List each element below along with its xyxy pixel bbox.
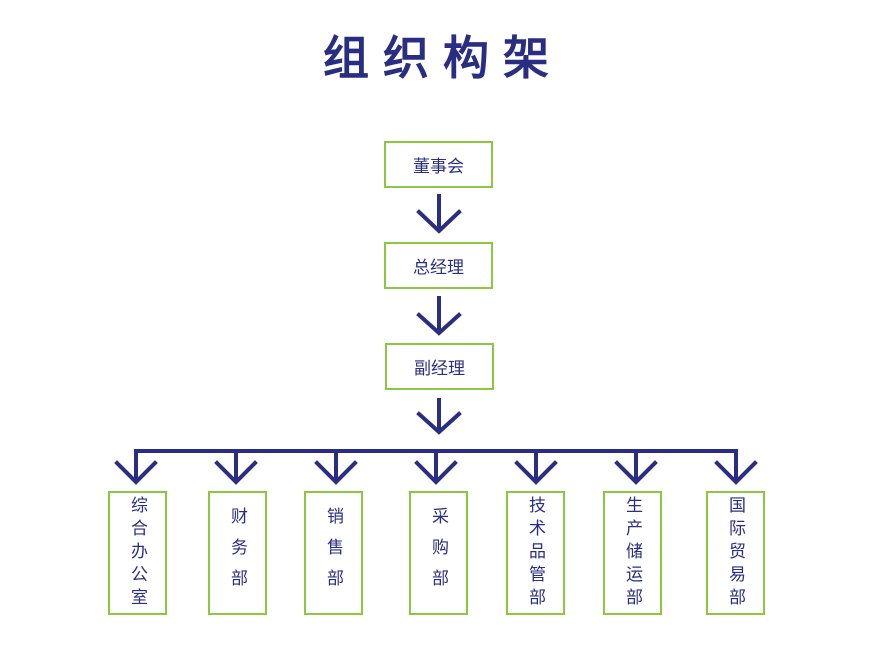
- node-technical-quality: 技术品管部: [506, 491, 565, 615]
- node-general-manager: 总经理: [384, 242, 493, 289]
- arrow-board-to-gm: [416, 194, 462, 234]
- node-board-label: 董事会: [413, 157, 464, 177]
- node-international-trade: 国际贸易部: [706, 491, 765, 615]
- arrow-finance: [214, 449, 258, 485]
- node-international-trade-label: 国际贸易部: [725, 495, 745, 611]
- node-sales: 销售部: [304, 491, 363, 615]
- node-purchasing: 采购部: [409, 491, 468, 615]
- node-board: 董事会: [384, 141, 493, 188]
- node-finance: 财务部: [208, 491, 267, 615]
- arrow-sales: [314, 449, 358, 485]
- node-deputy-manager: 副经理: [385, 343, 494, 390]
- node-finance-label: 财务部: [227, 506, 247, 600]
- arrow-production-storage: [614, 449, 658, 485]
- arrow-gm-to-dgm: [416, 296, 462, 336]
- arrow-dgm-to-bus: [416, 398, 462, 435]
- node-deputy-manager-label: 副经理: [414, 359, 465, 379]
- node-general-office: 综合办公室: [108, 491, 167, 615]
- arrow-technical-quality: [514, 449, 558, 485]
- page-title: 组织构架: [323, 31, 563, 85]
- node-general-office-label: 综合办公室: [127, 495, 147, 611]
- arrow-general-office: [114, 449, 158, 485]
- node-purchasing-label: 采购部: [428, 506, 448, 600]
- node-sales-label: 销售部: [323, 506, 343, 600]
- node-production-storage: 生产储运部: [603, 491, 662, 615]
- arrow-purchasing: [414, 449, 458, 485]
- node-general-manager-label: 总经理: [413, 258, 464, 278]
- arrow-international-trade: [714, 449, 758, 485]
- node-production-storage-label: 生产储运部: [622, 495, 642, 611]
- node-technical-quality-label: 技术品管部: [525, 495, 545, 611]
